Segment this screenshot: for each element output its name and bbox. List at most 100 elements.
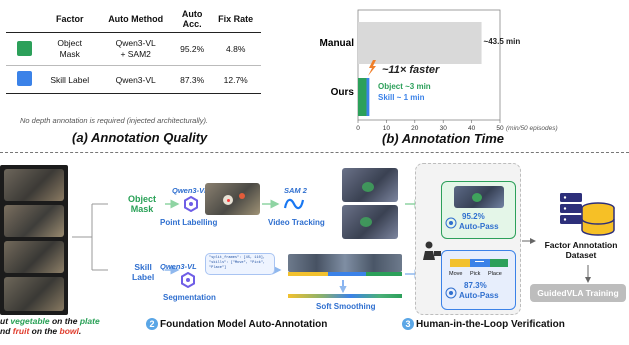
point-marker [227,199,230,202]
mask-overlay [360,217,372,227]
object-pass-label: Auto-Pass [459,222,499,231]
tracking-frame [342,168,398,202]
step3-title-text: Human-in-the-Loop Verification [416,319,565,330]
segment-move [288,272,328,276]
table-row: Object Mask Qwen3-VL + SAM2 95.2% 4.8% [6,32,261,66]
database-icon [560,193,615,236]
segment-frames [288,254,402,272]
category-label: Ours [331,87,355,98]
table-caption: (a) Annotation Quality [72,130,208,145]
fix-header: Fix Rate [210,6,261,33]
object-mask-label: Object Mask [128,194,157,214]
meta-logo-icon [283,198,305,210]
demo-video-strip [0,165,68,315]
instruction-part: on the [29,326,60,336]
split-frames-json: "split_frames": [45, 110], "skills": ["M… [205,253,275,275]
acc-header: Auto Acc. [173,6,211,33]
segment-pick [470,259,490,267]
manual-bar [358,22,482,64]
table-note: No depth annotation is required (injecte… [20,116,209,125]
instruction-bowl: bowl [59,326,79,336]
section-divider [0,152,629,153]
video-tracking-label: Video Tracking [268,218,325,227]
demo-frame [4,205,64,237]
demo-frame [4,169,64,201]
method-cell: Qwen3-VL + SAM2 [97,32,174,66]
object-mask-swatch [16,40,32,56]
skill-pass-pct: 87.3% [464,281,487,290]
acc-cell: 95.2% [173,32,211,66]
soft-smoothing-label: Soft Smoothing [316,302,376,311]
skill-pass-label: Auto-Pass [459,291,499,300]
object-bar [358,78,367,116]
x-tick-label: 30 [440,125,448,132]
instruction-part: . [78,326,82,336]
segmentation-label: Segmentation [163,293,216,302]
sam2-model-name: SAM 2 [284,186,307,195]
skill-place-label: Place [488,271,502,277]
step2-badge: 2 [146,318,158,330]
method-cell: Qwen3-VL [97,65,174,94]
guidedvla-training-box: GuidedVLA Training [530,284,626,302]
auto-check-icon [445,287,457,299]
qwen-model-name: Qwen3-VL [160,262,197,271]
factor-cell: Skill Label [42,65,98,94]
auto-check-icon [445,217,457,229]
step3-badge: 3 [402,318,414,330]
instruction-plate: plate [79,316,100,326]
verified-frame [454,186,504,208]
demo-frame [4,241,64,273]
acc-cell: 87.3% [173,65,211,94]
skill-move-label: Move [449,271,463,277]
object-value-label: Object ~3 min [378,82,431,91]
x-unit-label: (min/50 episodes) [506,125,558,132]
skill-label-swatch [16,71,32,86]
qwen-logo-icon [184,196,198,212]
x-tick-label: 50 [496,125,504,132]
mask-overlay [472,193,482,202]
segment-place [366,272,402,276]
step2-title-text: Foundation Model Auto-Annotation [160,319,328,330]
skill-value-label: Skill ~ 1 min [378,93,425,102]
fix-cell: 4.8% [210,32,261,66]
segment-arrow [475,261,484,262]
chart-caption: (b) Annotation Time [382,131,505,146]
skill-pass-card: Move Pick Place 87.3% Auto-Pass [441,250,516,310]
skill-label-label: Skill Label [132,262,155,282]
human-reviewer-icon [423,241,441,260]
segment-move [450,259,470,267]
demo-frame [4,277,64,311]
annotation-quality-table: Factor Auto Method Auto Acc. Fix Rate Ob… [6,6,261,94]
instruction-fruit: fruit [12,326,30,336]
manual-value-label: ~43.5 min [484,37,521,46]
speedup-label: ~11× faster [382,64,440,76]
fruit-shape [239,193,245,199]
dataset-label: Factor Annotation Dataset [544,240,618,260]
skill-bar [366,78,370,116]
x-tick-label: 20 [411,125,419,132]
factor-cell: Object Mask [42,32,98,66]
instruction-vegetable: vegetable [10,316,50,326]
tracking-frame [342,205,398,239]
x-tick-label: 40 [468,125,476,132]
plot-frame [357,9,501,121]
instruction-part: ut [0,316,11,326]
point-labelling-image [205,183,260,215]
point-labelling-label: Point Labelling [160,218,218,227]
mask-overlay [362,182,374,192]
color-col-header [6,6,42,33]
method-header: Auto Method [97,6,174,33]
qwen-logo-icon [181,272,195,288]
skill-segment-strip [288,254,402,278]
x-tick-label: 0 [356,125,360,132]
instruction-text: ut vegetable on the plate nd fruit on th… [0,316,100,336]
x-tick-label: 10 [383,125,391,132]
segment-place [490,259,508,267]
instruction-part: nd [0,326,13,336]
factor-header: Factor [42,6,98,33]
table-row: Skill Label Qwen3-VL 87.3% 12.7% [6,65,261,94]
category-label: Manual [320,38,355,49]
